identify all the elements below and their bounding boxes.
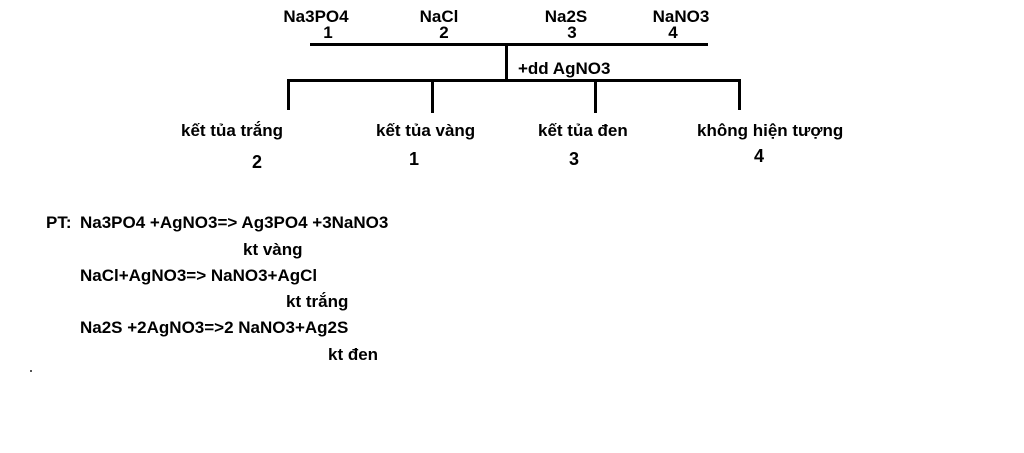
branch-drop-1 xyxy=(287,79,290,110)
result-3-number: 3 xyxy=(568,149,580,169)
result-1-number: 2 xyxy=(251,152,263,172)
result-2-number: 1 xyxy=(408,149,420,169)
equations-prefix: PT: xyxy=(46,213,72,232)
result-1-label: kết tủa trắng xyxy=(181,121,284,140)
compound-1-name: Na3PO4 xyxy=(283,7,349,26)
compound-4-name: NaNO3 xyxy=(652,7,710,26)
top-bar-line xyxy=(310,43,708,46)
stray-dot xyxy=(30,370,32,372)
result-4-number: 4 xyxy=(753,146,765,166)
compound-4-number: 4 xyxy=(668,23,678,42)
branch-drop-2 xyxy=(431,79,434,113)
equation-1-note: kt vàng xyxy=(243,240,303,259)
result-4-label: không hiện tượng xyxy=(697,121,844,140)
equation-1: Na3PO4 +AgNO3=> Ag3PO4 +3NaNO3 xyxy=(80,213,389,232)
equation-2: NaCl+AgNO3=> NaNO3+AgCl xyxy=(80,266,318,285)
compound-2-name: NaCl xyxy=(419,7,459,26)
branch-drop-3 xyxy=(594,79,597,113)
reagent-label: +dd AgNO3 xyxy=(518,59,611,78)
equation-2-note: kt trắng xyxy=(286,292,349,311)
result-2-label: kết tủa vàng xyxy=(376,121,476,140)
branch-drop-4 xyxy=(738,79,741,110)
compound-2-number: 2 xyxy=(439,23,449,42)
compound-3-name: Na2S xyxy=(544,7,588,26)
trunk-line xyxy=(505,43,508,81)
compound-1-number: 1 xyxy=(323,23,333,42)
equation-3: Na2S +2AgNO3=>2 NaNO3+Ag2S xyxy=(80,318,349,337)
equation-3-note: kt đen xyxy=(328,345,379,364)
result-3-label: kết tủa đen xyxy=(538,121,628,140)
branch-bar-line xyxy=(287,79,741,82)
compound-3-number: 3 xyxy=(567,23,577,42)
